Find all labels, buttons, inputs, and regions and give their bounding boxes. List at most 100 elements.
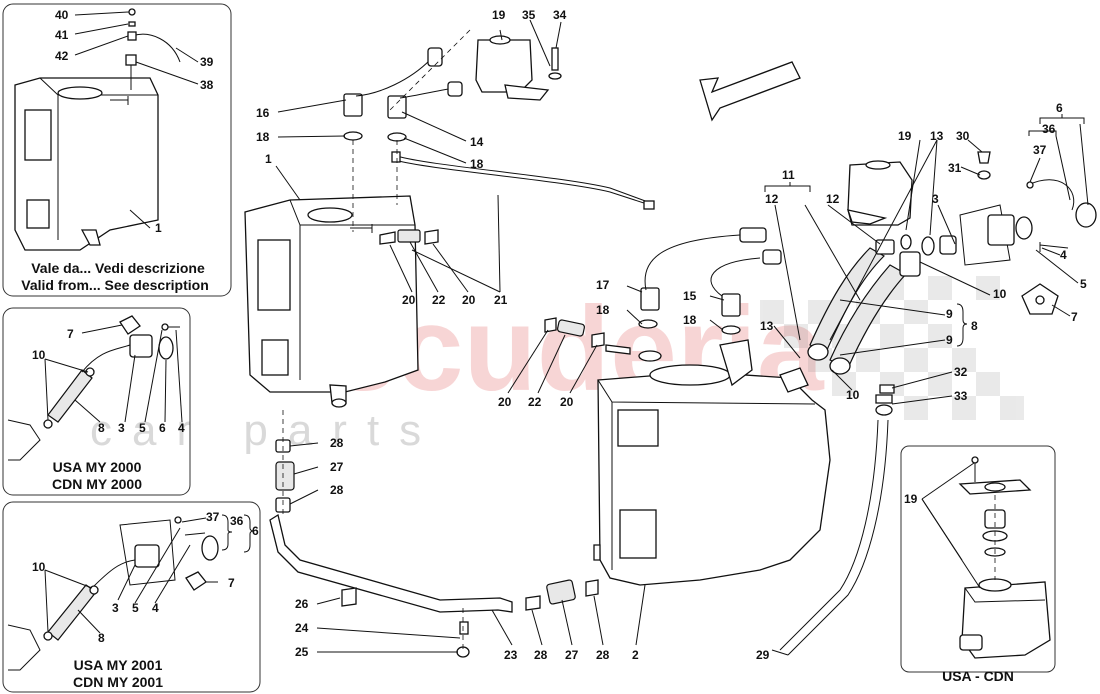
inset-box-bottom-right — [900, 445, 1056, 673]
callout-39: 39 — [200, 55, 214, 69]
callout-7-right: 7 — [1071, 310, 1078, 324]
callout-1-inset: 1 — [155, 221, 162, 235]
callout-6-right: 6 — [1056, 101, 1063, 115]
callout-34: 34 — [553, 8, 567, 22]
centre-hose-set — [379, 151, 655, 245]
callout-28-b: 28 — [330, 483, 344, 497]
left-fuel-tank — [244, 195, 419, 408]
callout-40: 40 — [55, 8, 69, 22]
callout-18-b: 18 — [470, 157, 484, 171]
inset-filler-2001 — [7, 516, 219, 671]
callout-19-right: 19 — [898, 129, 912, 143]
callout-4-mid: 4 — [178, 421, 185, 435]
inset-tank-top-left — [14, 8, 181, 251]
callout-33: 33 — [954, 389, 968, 403]
callout-9-a: 9 — [946, 307, 953, 321]
expansion-tank-right — [847, 151, 991, 394]
callout-22-b: 22 — [528, 395, 542, 409]
inset-bottom-left-line-2: CDN MY 2001 — [73, 674, 163, 690]
callout-20-d: 20 — [560, 395, 574, 409]
callout-13-b: 13 — [760, 319, 774, 333]
callout-14: 14 — [470, 135, 484, 149]
callout-25: 25 — [295, 645, 309, 659]
callout-5-mid: 5 — [139, 421, 146, 435]
top-sensors — [343, 29, 471, 232]
callout-8-right: 8 — [971, 319, 978, 333]
inset-sender-usa-cdn — [958, 456, 1051, 659]
callout-13-a: 13 — [930, 129, 944, 143]
callout-19-top: 19 — [492, 8, 506, 22]
callout-35: 35 — [522, 8, 536, 22]
callout-16: 16 — [256, 106, 270, 120]
callout-22-a: 22 — [432, 293, 446, 307]
callout-23: 23 — [504, 648, 518, 662]
callout-3-right: 3 — [932, 192, 939, 206]
callout-36-bl: 36 — [230, 514, 244, 528]
direction-arrow — [699, 61, 801, 122]
callout-28-d: 28 — [596, 648, 610, 662]
callout-5-right: 5 — [1080, 277, 1087, 291]
callout-4-right: 4 — [1060, 248, 1067, 262]
callout-41: 41 — [55, 28, 69, 42]
callout-5-bl: 5 — [132, 601, 139, 615]
callout-17: 17 — [596, 278, 610, 292]
inset-leaders-top-left — [74, 11, 199, 229]
callout-7-bl: 7 — [228, 576, 235, 590]
callout-2: 2 — [632, 648, 639, 662]
filler-hoses — [807, 179, 1097, 375]
callout-24: 24 — [295, 621, 309, 635]
callout-27-b: 27 — [565, 648, 579, 662]
callout-30: 30 — [956, 129, 970, 143]
callout-37-bl: 37 — [206, 510, 220, 524]
inset-box-mid-left — [2, 307, 191, 496]
lower-pipe — [269, 410, 599, 658]
callout-20-c: 20 — [498, 395, 512, 409]
callout-36-right: 36 — [1042, 122, 1056, 136]
callout-11: 11 — [782, 168, 795, 182]
callout-4-bl: 4 — [152, 601, 159, 615]
callout-10-right: 10 — [993, 287, 1007, 301]
callout-1-main: 1 — [265, 152, 272, 166]
callout-3-bl: 3 — [112, 601, 119, 615]
callout-19-inset: 19 — [904, 492, 918, 506]
callout-18-d: 18 — [683, 313, 697, 327]
callout-26: 26 — [295, 597, 309, 611]
main-fuel-tank — [593, 339, 831, 586]
inset-mid-left-line-1: USA MY 2000 — [53, 459, 142, 475]
callout-7-mid: 7 — [67, 327, 74, 341]
inset-box-bottom-left — [2, 501, 261, 693]
callout-27-a: 27 — [330, 460, 344, 474]
callout-28-a: 28 — [330, 436, 344, 450]
callout-37-right: 37 — [1033, 143, 1047, 157]
callout-31: 31 — [948, 161, 962, 175]
callout-10-mid: 10 — [32, 348, 46, 362]
callout-18-a: 18 — [256, 130, 270, 144]
callout-10-bl: 10 — [32, 560, 46, 574]
centre-sensors — [544, 227, 782, 362]
inset-bottom-left-line-1: USA MY 2001 — [74, 657, 163, 673]
callout-12-b: 12 — [826, 192, 840, 206]
main-leaders — [275, 19, 1089, 656]
callout-21: 21 — [494, 293, 508, 307]
callout-18-c: 18 — [596, 303, 610, 317]
inset-mid-left-line-2: CDN MY 2000 — [52, 476, 142, 492]
inset-top-left-line-2: Valid from... See description — [21, 277, 209, 293]
callout-12-a: 12 — [765, 192, 779, 206]
watermark-sub: car parts — [90, 406, 441, 455]
inset-leaders-bottom-left — [44, 514, 255, 634]
callout-8-bl: 8 — [98, 631, 105, 645]
callout-3-mid: 3 — [118, 421, 125, 435]
callout-6-bl: 6 — [252, 524, 259, 538]
expansion-tank-top — [475, 35, 562, 101]
inset-leaders-mid-left — [44, 324, 183, 423]
callout-9-b: 9 — [946, 333, 953, 347]
callout-10-main: 10 — [846, 388, 860, 402]
inset-box-top-left — [2, 3, 232, 297]
callout-28-c: 28 — [534, 648, 548, 662]
callout-29: 29 — [756, 648, 770, 662]
vent-hose — [779, 394, 893, 656]
callout-8-mid: 8 — [98, 421, 105, 435]
callout-15: 15 — [683, 289, 697, 303]
